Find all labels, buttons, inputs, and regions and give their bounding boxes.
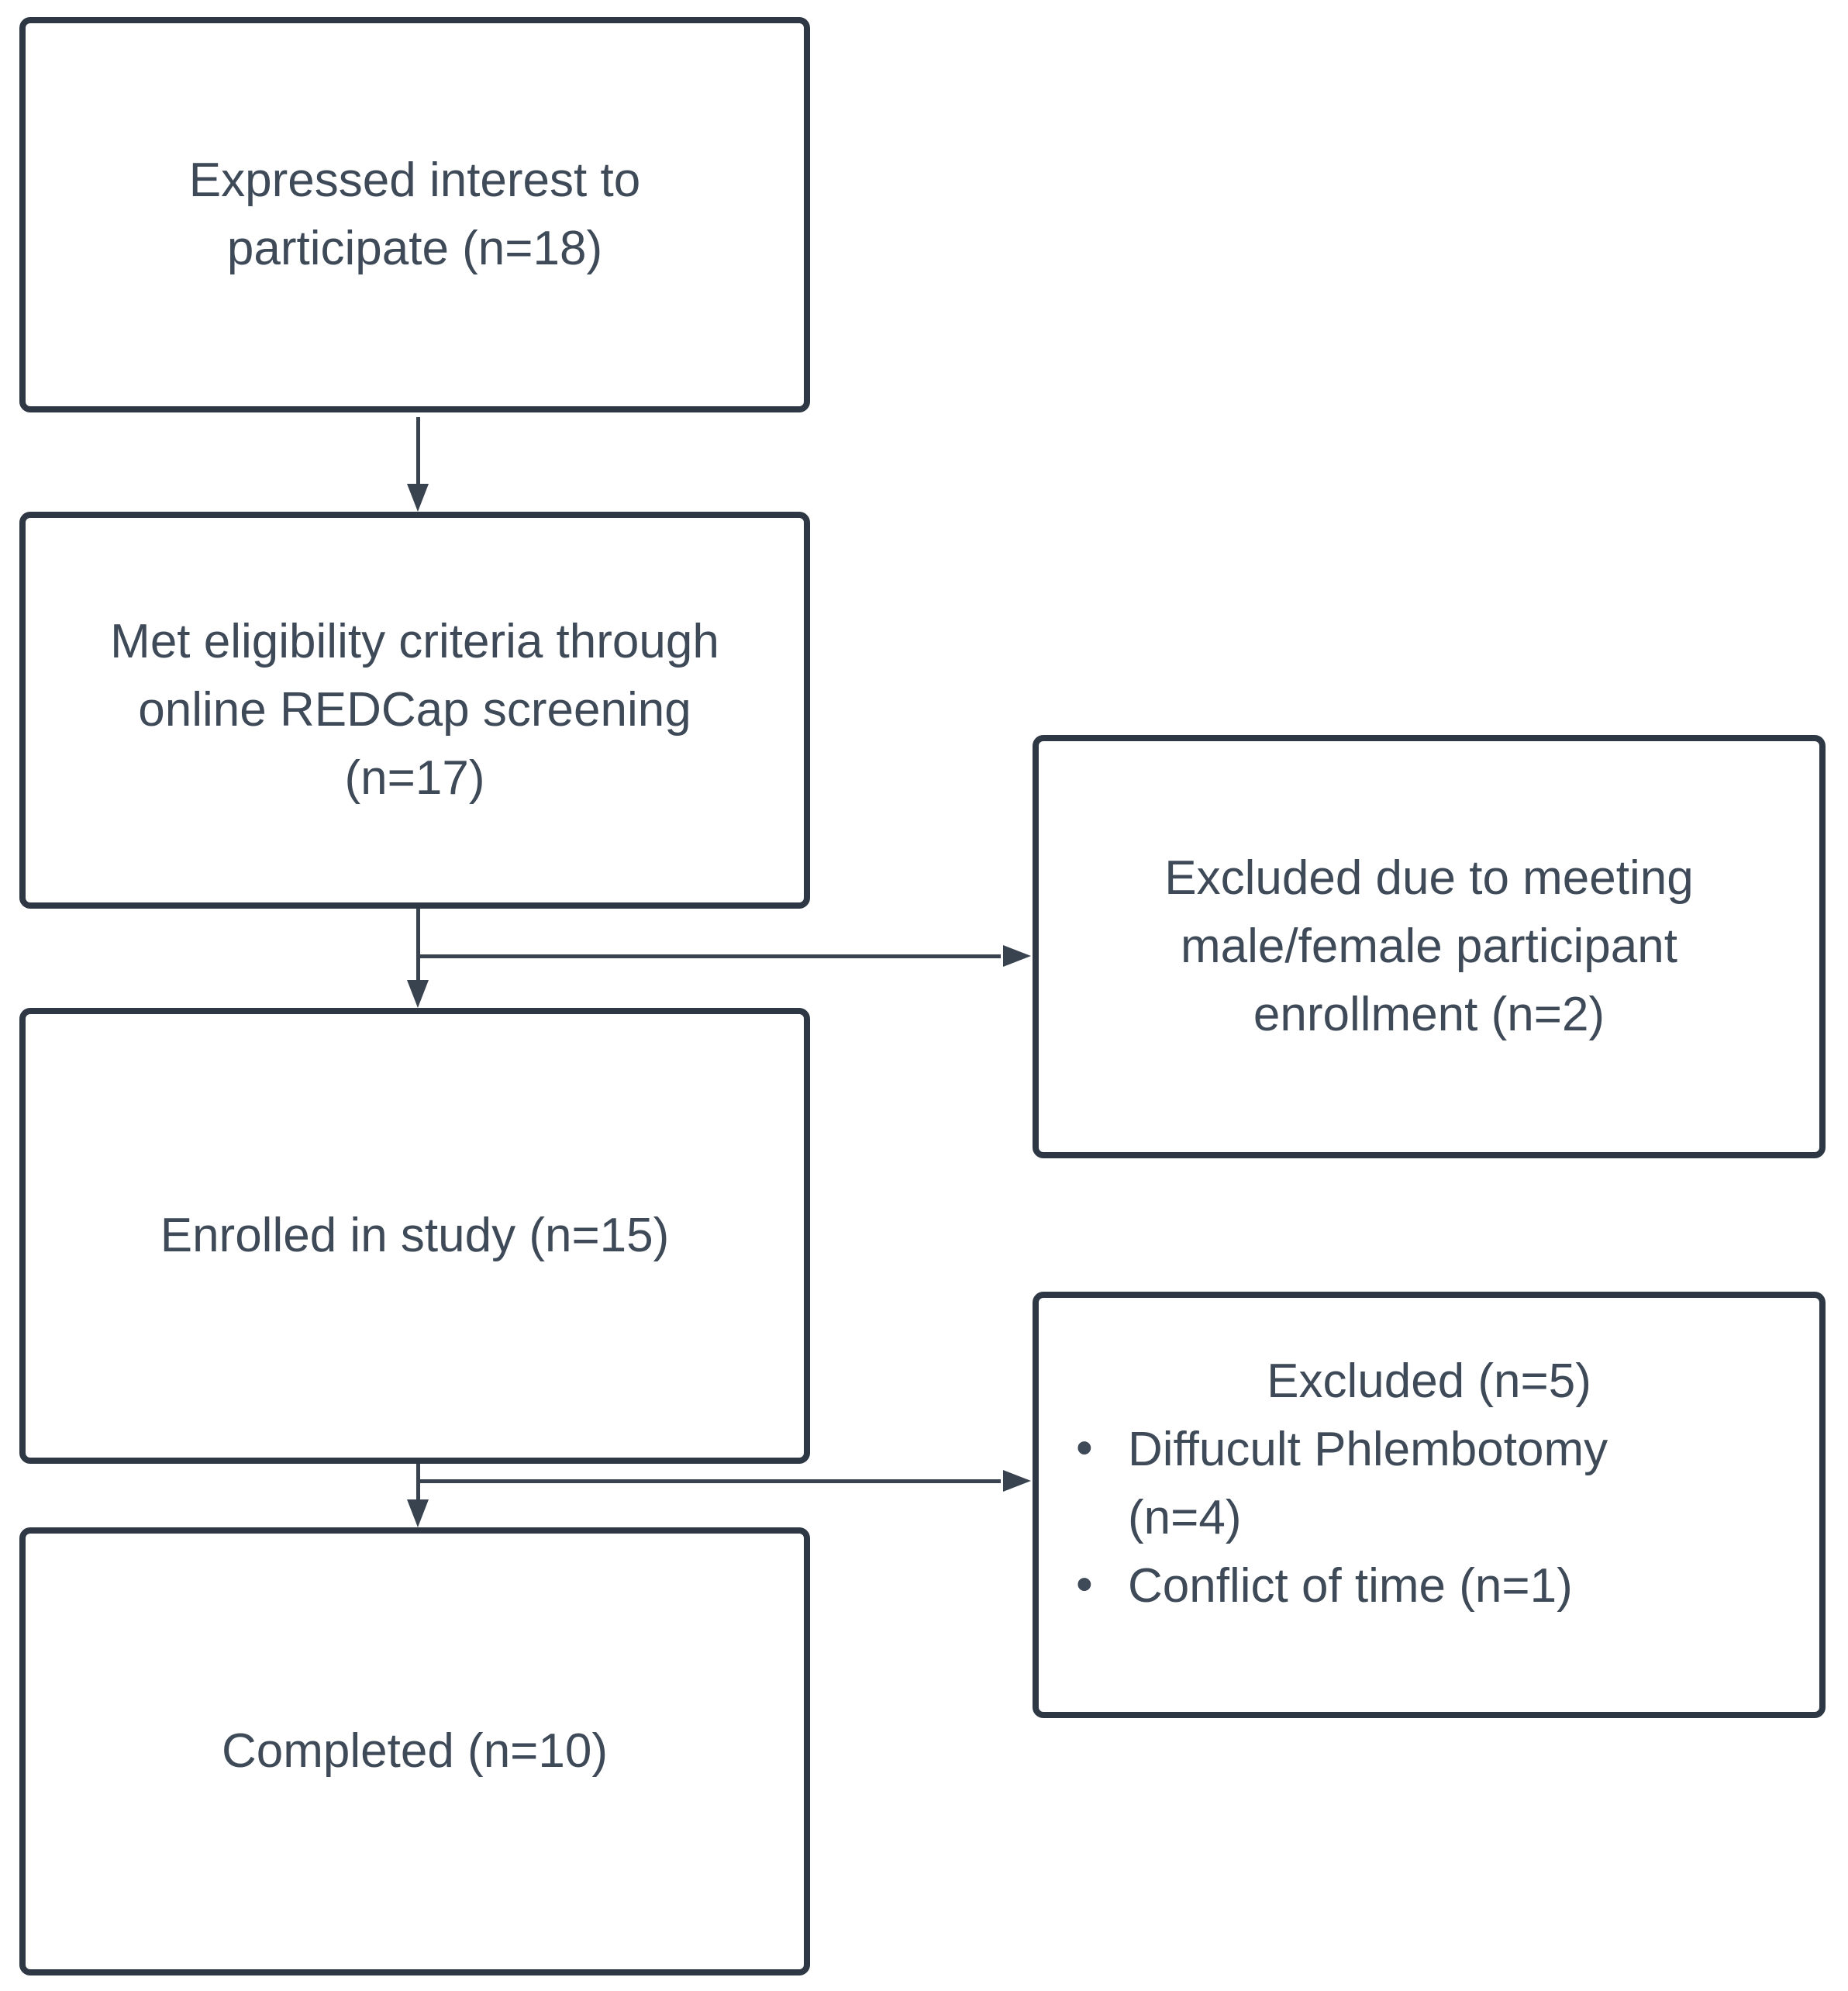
node-label: Met eligibility criteria through online … — [110, 614, 719, 806]
connector-expressed-to-eligibility — [416, 417, 420, 487]
node-excluded-five: Excluded (n=5) Diffucult Phlembotomy (n=… — [1033, 1292, 1826, 1718]
node-excluded-enrollment: Excluded due to meeting male/female part… — [1033, 735, 1826, 1158]
connector-eligibility-to-enrolled — [416, 909, 420, 982]
node-expressed-interest: Expressed interest to participate (n=18) — [19, 17, 810, 412]
node-label: Completed (n=10) — [222, 1724, 608, 1778]
connector-eligibility-to-excluded-enrollment — [418, 954, 1001, 958]
arrowhead-right-icon — [1003, 1470, 1031, 1492]
node-label: Excluded due to meeting male/female part… — [1164, 851, 1694, 1042]
arrowhead-down-icon — [407, 484, 429, 512]
connector-enrolled-to-excluded-five — [418, 1479, 1001, 1483]
excluded-five-title: Excluded (n=5) — [1267, 1354, 1591, 1408]
excluded-five-bullet: Diffucult Phlembotomy (n=4) — [1062, 1414, 1804, 1552]
excluded-five-bullet: Conflict of time (n=1) — [1062, 1551, 1804, 1620]
node-enrolled-in-study: Enrolled in study (n=15) — [19, 1008, 810, 1464]
node-eligibility-criteria: Met eligibility criteria through online … — [19, 512, 810, 909]
excluded-five-bullet-list: Diffucult Phlembotomy (n=4) Conflict of … — [1039, 1414, 1819, 1620]
arrowhead-right-icon — [1003, 945, 1031, 967]
node-label: Enrolled in study (n=15) — [160, 1208, 670, 1262]
node-label: Expressed interest to participate (n=18) — [188, 153, 641, 275]
arrowhead-down-icon — [407, 1499, 429, 1527]
node-completed: Completed (n=10) — [19, 1527, 810, 1975]
arrowhead-down-icon — [407, 980, 429, 1008]
